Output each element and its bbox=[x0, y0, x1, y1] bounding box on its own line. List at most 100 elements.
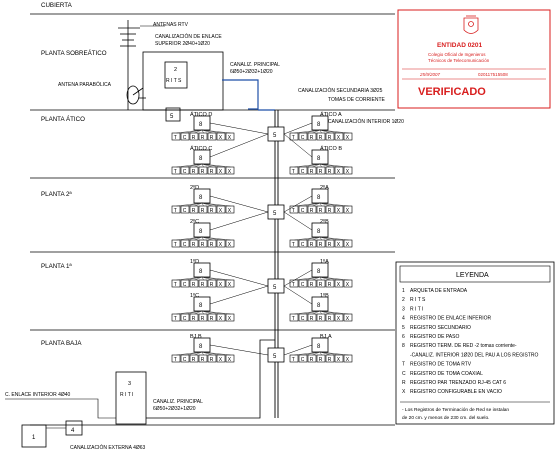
outlet-code: X bbox=[337, 282, 341, 288]
outlet-code: X bbox=[337, 357, 341, 363]
outlet-code: R bbox=[328, 242, 332, 248]
outlet-code: R bbox=[310, 357, 314, 363]
canaliz-principal-top-2: 6Ø50+2Ø32+1Ø20 bbox=[230, 69, 273, 75]
stamp-fecha: 25/9/2007 bbox=[419, 72, 441, 77]
legend-item-code: X bbox=[402, 389, 406, 395]
secondary-register-code: 5 bbox=[273, 211, 277, 217]
outlet-code: R bbox=[310, 316, 314, 322]
legend-item-code: 5 bbox=[402, 325, 405, 331]
outlet-box bbox=[216, 132, 226, 141]
outlet-code: T bbox=[292, 282, 295, 288]
outlet-box bbox=[307, 279, 317, 288]
outlet-code: R bbox=[319, 357, 323, 363]
outlet-code: R bbox=[328, 282, 332, 288]
legend-item-text: REGISTRO PAR TRENZADO RJ-45 CAT 6 bbox=[410, 380, 506, 386]
outlet-code: T bbox=[174, 282, 177, 288]
outlet-box bbox=[307, 313, 317, 322]
outlet-code: R bbox=[210, 169, 214, 175]
outlet-code: C bbox=[183, 242, 187, 248]
outlet-box bbox=[316, 132, 326, 141]
legend-item-code: R bbox=[402, 380, 406, 386]
unit-label: 1ºA bbox=[320, 258, 329, 265]
riti-number: 3 bbox=[128, 381, 131, 387]
outlet-box bbox=[216, 239, 226, 248]
outlet-code: C bbox=[301, 316, 305, 322]
outlet-code: R bbox=[310, 242, 314, 248]
outlet-box bbox=[343, 239, 353, 248]
secondary-register-code: 5 bbox=[273, 133, 277, 139]
outlet-code: R bbox=[328, 316, 332, 322]
outlet-code: R bbox=[192, 282, 196, 288]
pau-code: 8 bbox=[317, 229, 321, 235]
outlet-box bbox=[325, 132, 335, 141]
outlet-code: X bbox=[219, 357, 223, 363]
pau-code: 8 bbox=[199, 303, 203, 309]
unit-label: BJ.A bbox=[320, 334, 332, 340]
outlet-box bbox=[171, 205, 181, 214]
outlet-box bbox=[207, 205, 217, 214]
outlet-box bbox=[343, 354, 353, 363]
rits-box bbox=[164, 61, 188, 89]
outlet-box bbox=[298, 279, 308, 288]
outlet-box bbox=[198, 313, 208, 322]
outlet-box bbox=[325, 239, 335, 248]
outlet-box bbox=[198, 166, 208, 175]
outlet-code: R bbox=[192, 316, 196, 322]
parabolica-label: ANTENA PARABÓLICA bbox=[58, 81, 112, 88]
outlet-code: R bbox=[210, 316, 214, 322]
outlet-box bbox=[207, 354, 217, 363]
outlet-code: X bbox=[228, 135, 232, 141]
outlet-code: X bbox=[219, 242, 223, 248]
rits-label: R I T S bbox=[166, 78, 182, 84]
legend-note-2: de 20 cm. y menos de 230 cm. del suelo. bbox=[402, 415, 489, 421]
outlet-code: T bbox=[292, 316, 295, 322]
legend-item-text: REGISTRO DE ENLACE INFERIOR bbox=[410, 316, 492, 322]
outlet-code: X bbox=[346, 169, 350, 175]
canaliz-principal-bottom-1: CANALIZ. PRINCIPAL bbox=[153, 399, 203, 405]
outlet-box bbox=[307, 239, 317, 248]
outlet-box bbox=[198, 132, 208, 141]
outlet-box bbox=[180, 279, 190, 288]
outlet-box bbox=[289, 354, 299, 363]
parabolic-dish-icon bbox=[126, 85, 146, 105]
secondary-register-code: 5 bbox=[273, 285, 277, 291]
enlace-superior-label-1: CANALIZACIÓN DE ENLACE bbox=[155, 33, 222, 40]
floor-label-atico: PLANTA ÁTICO bbox=[41, 116, 85, 123]
outlet-code: T bbox=[292, 208, 295, 214]
outlet-code: X bbox=[228, 208, 232, 214]
riti-label: R I T I bbox=[120, 392, 133, 398]
outlet-code: R bbox=[310, 282, 314, 288]
unit-label: ÁTICO B bbox=[320, 145, 342, 152]
outlet-box bbox=[225, 166, 235, 175]
outlet-box bbox=[343, 313, 353, 322]
canaliz-externa-label: CANALIZACIÓN EXTERNA 4Ø63 bbox=[70, 444, 146, 451]
outlet-code: R bbox=[328, 208, 332, 214]
legend-item-text: -CANALIZ. INTERIOR 1Ø20 DEL PAU A LOS RE… bbox=[410, 352, 538, 358]
outlet-code: X bbox=[228, 282, 232, 288]
outlet-box bbox=[180, 239, 190, 248]
vertical-riser bbox=[274, 110, 279, 418]
canaliz-principal-top-1: CANALIZ. PRINCIPAL bbox=[230, 62, 280, 68]
outlet-code: R bbox=[328, 357, 332, 363]
outlet-box bbox=[171, 132, 181, 141]
pau-code: 8 bbox=[199, 156, 203, 162]
registro-enlace-code: 4 bbox=[71, 428, 75, 434]
outlet-code: R bbox=[210, 242, 214, 248]
outlet-code: R bbox=[310, 169, 314, 175]
outlet-code: X bbox=[346, 282, 350, 288]
outlet-box bbox=[189, 279, 199, 288]
pau-code: 8 bbox=[317, 122, 321, 128]
outlet-code: X bbox=[219, 282, 223, 288]
outlet-code: X bbox=[346, 316, 350, 322]
outlet-box bbox=[298, 313, 308, 322]
outlet-box bbox=[180, 205, 190, 214]
outlet-code: X bbox=[346, 242, 350, 248]
outlet-code: R bbox=[192, 357, 196, 363]
pau-code: 8 bbox=[317, 195, 321, 201]
coat-of-arms-icon bbox=[463, 15, 479, 34]
stamp-codigo: 020117515508 bbox=[478, 72, 508, 77]
